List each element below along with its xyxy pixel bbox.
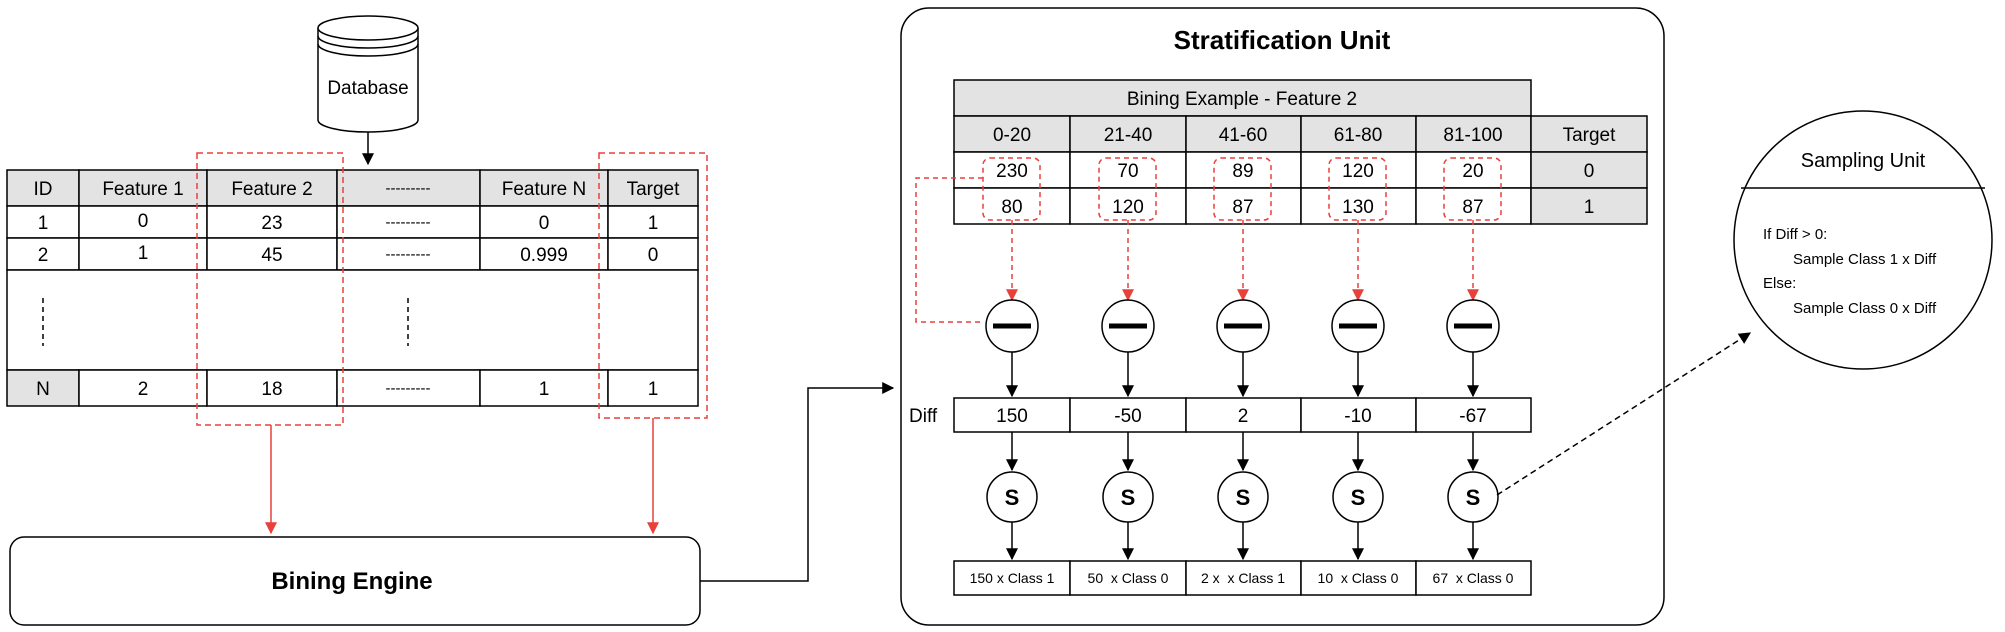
header-ellipsis: --------- bbox=[386, 180, 431, 197]
header-feature-n: Feature N bbox=[502, 179, 586, 200]
bin-header: 61-80 bbox=[1334, 125, 1383, 146]
table-header-cell bbox=[78, 169, 208, 207]
cell-feature-1: 0 bbox=[138, 211, 149, 232]
class1-count: 120 bbox=[1112, 197, 1144, 218]
diff-value: -67 bbox=[1459, 406, 1486, 427]
bin-to-minus-arrows bbox=[915, 177, 1479, 323]
cell-id: 1 bbox=[38, 213, 49, 234]
engine-to-stratification-arrow bbox=[700, 382, 895, 582]
sample-output: 2 x x Class 1 bbox=[1201, 570, 1285, 586]
bin-target-header: Target bbox=[1563, 125, 1617, 146]
output-row: 150 x Class 1 50 x Class 0 2 x x Class 1… bbox=[953, 560, 1532, 596]
class1-count: 130 bbox=[1342, 197, 1374, 218]
sampling-unit: Sampling Unit If Diff > 0: Sample Class … bbox=[1733, 110, 1993, 370]
cell-id: 2 bbox=[38, 245, 49, 266]
table-row: 2 1 45 --------- 0.999 0 bbox=[38, 243, 659, 266]
stratification-unit-title: Stratification Unit bbox=[1174, 25, 1391, 55]
sample-output: 150 x Class 1 bbox=[970, 570, 1055, 586]
class1-count: 87 bbox=[1462, 197, 1483, 218]
cell-ellipsis: --------- bbox=[386, 214, 431, 231]
target-selection bbox=[598, 152, 708, 419]
sampling-rule-line: Sample Class 0 x Diff bbox=[1793, 300, 1937, 317]
cell-feature-n: 0 bbox=[539, 213, 550, 234]
cell-feature-1: 2 bbox=[138, 379, 149, 400]
sampler-symbol: S bbox=[1466, 485, 1481, 510]
sampling-unit-title: Sampling Unit bbox=[1801, 150, 1926, 172]
sampler-symbol: S bbox=[1005, 485, 1020, 510]
diff-value: 2 bbox=[1238, 406, 1249, 427]
minus-operators bbox=[985, 299, 1500, 353]
minus-to-diff-arrows bbox=[1006, 352, 1479, 398]
diff-value: -50 bbox=[1114, 406, 1141, 427]
class0-count: 120 bbox=[1342, 161, 1374, 182]
bining-table: Bining Example - Feature 2 0-20 21-40 41… bbox=[953, 79, 1648, 225]
class0-count: 70 bbox=[1117, 161, 1138, 182]
diff-to-sample-arrows bbox=[1006, 432, 1479, 472]
cell-ellipsis: --------- bbox=[386, 380, 431, 397]
sample-output: 10 x Class 0 bbox=[1318, 570, 1399, 586]
sample-output: 50 x Class 0 bbox=[1088, 570, 1169, 586]
sample-to-output-arrows bbox=[1006, 522, 1479, 561]
cell-feature-1: 1 bbox=[138, 243, 149, 264]
cell-target: 0 bbox=[648, 245, 659, 266]
cell-ellipsis: --------- bbox=[386, 246, 431, 263]
bin-header: 0-20 bbox=[993, 125, 1031, 146]
header-feature-1: Feature 1 bbox=[102, 179, 183, 200]
diff-value: -10 bbox=[1344, 406, 1371, 427]
header-target: Target bbox=[627, 179, 681, 200]
diff-label: Diff bbox=[909, 406, 938, 427]
cell-feature-n: 0.999 bbox=[520, 245, 568, 266]
table-header-cell bbox=[607, 169, 699, 207]
sampling-rule-line: Sample Class 1 x Diff bbox=[1793, 251, 1937, 268]
diff-value: 150 bbox=[996, 406, 1028, 427]
sampler-to-sampling-unit-arrow bbox=[1496, 332, 1752, 496]
table-row: N 2 18 --------- 1 1 bbox=[36, 379, 658, 400]
feature-2-selection bbox=[196, 152, 344, 426]
sampler-symbol: S bbox=[1351, 485, 1366, 510]
bin-header: 81-100 bbox=[1443, 125, 1502, 146]
sampling-rule-line: Else: bbox=[1763, 275, 1796, 292]
sampler-symbol: S bbox=[1236, 485, 1251, 510]
cell-target: 1 bbox=[648, 213, 659, 234]
table-row: 1 0 23 --------- 0 1 bbox=[38, 211, 659, 234]
cell-feature-n: 1 bbox=[539, 379, 550, 400]
database-cylinder: Database bbox=[317, 15, 419, 133]
bining-table-title: Bining Example - Feature 2 bbox=[1127, 89, 1357, 110]
class1-count: 87 bbox=[1232, 197, 1253, 218]
target-value: 0 bbox=[1584, 161, 1595, 182]
cell-id: N bbox=[36, 379, 50, 400]
class1-count: 80 bbox=[1001, 197, 1022, 218]
class0-count: 89 bbox=[1232, 161, 1253, 182]
diff-row: 150 -50 2 -10 -67 bbox=[953, 397, 1532, 433]
cell-feature-2: 45 bbox=[261, 245, 282, 266]
target-value: 1 bbox=[1584, 197, 1595, 218]
bin-header: 21-40 bbox=[1104, 125, 1153, 146]
data-table: ID Feature 1 Feature 2 --------- Feature… bbox=[6, 169, 699, 407]
bining-engine-label: Bining Engine bbox=[271, 568, 432, 595]
sampling-rule-line: If Diff > 0: bbox=[1763, 226, 1827, 243]
database-label: Database bbox=[327, 78, 408, 99]
sampler-nodes: S S S S S bbox=[986, 471, 1499, 523]
sample-output: 67 x Class 0 bbox=[1433, 570, 1514, 586]
cell-feature-2: 23 bbox=[261, 213, 282, 234]
header-feature-2: Feature 2 bbox=[231, 179, 312, 200]
bin-header: 41-60 bbox=[1219, 125, 1268, 146]
cell-feature-2: 18 bbox=[261, 379, 282, 400]
header-id: ID bbox=[34, 179, 53, 200]
sampling-unit-circle bbox=[1733, 110, 1993, 370]
sampler-symbol: S bbox=[1121, 485, 1136, 510]
table-gap-row bbox=[6, 269, 699, 371]
cell-target: 1 bbox=[648, 379, 659, 400]
class0-count: 230 bbox=[996, 161, 1028, 182]
class0-count: 20 bbox=[1462, 161, 1483, 182]
